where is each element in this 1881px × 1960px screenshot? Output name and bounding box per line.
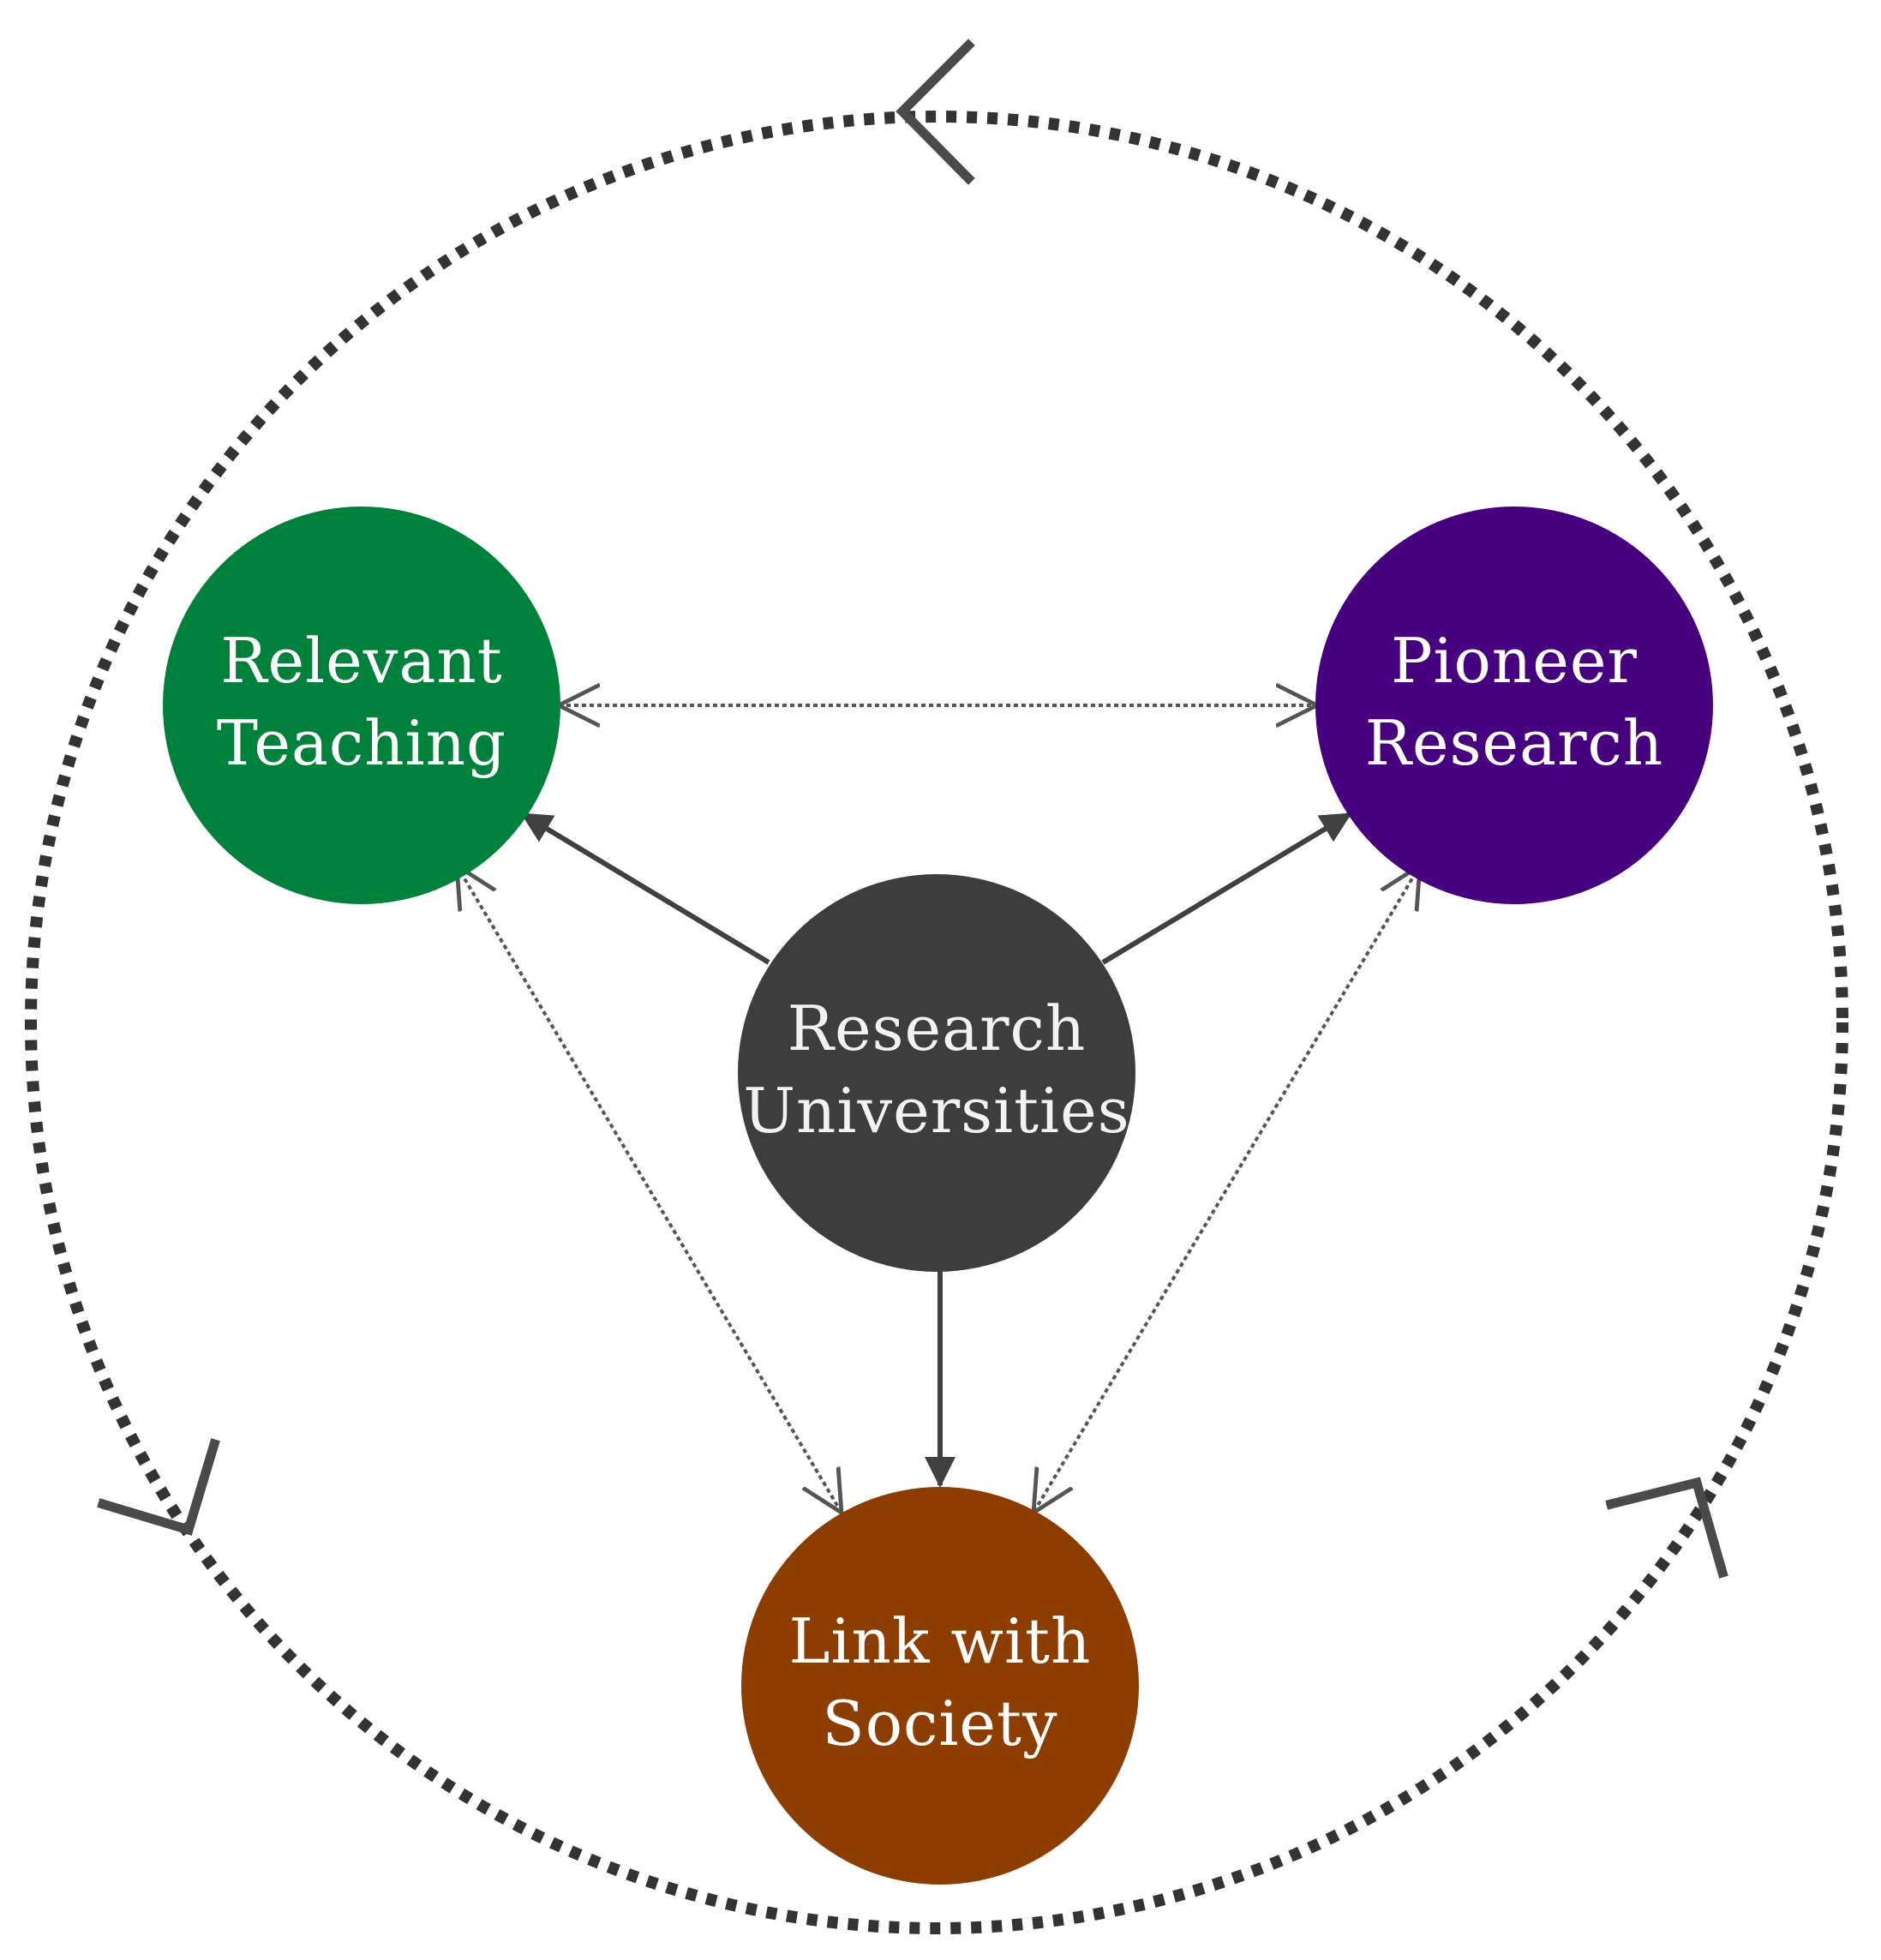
arrow-center-to-teaching xyxy=(520,812,770,965)
node-pioneer-research-circle xyxy=(1315,506,1713,904)
node-relevant-teaching-label-line2: Teaching xyxy=(217,707,506,779)
node-research-universities-label-line2: Universities xyxy=(743,1075,1129,1147)
node-relevant-teaching-label-line1: Relevant xyxy=(220,625,502,697)
node-research-universities: Research Universities xyxy=(738,874,1135,1272)
node-link-with-society-circle xyxy=(741,1487,1139,1885)
node-link-with-society-label-line1: Link with xyxy=(789,1605,1092,1677)
cycle-chevron-top-icon xyxy=(896,39,975,185)
node-pioneer-research: Pioneer Research xyxy=(1315,506,1713,904)
dotted-link-teaching-society xyxy=(457,866,842,1513)
cycle-chevron-lower-right-icon xyxy=(1605,1477,1728,1579)
node-pioneer-research-label-line2: Research xyxy=(1365,707,1663,779)
node-pioneer-research-label-line1: Pioneer xyxy=(1391,625,1638,697)
arrow-center-to-research xyxy=(1101,812,1352,965)
node-research-universities-circle xyxy=(738,874,1135,1272)
node-research-universities-label-line1: Research xyxy=(788,992,1086,1064)
outer-cycle-ring xyxy=(25,111,1848,1934)
node-relevant-teaching-circle xyxy=(163,506,560,904)
node-link-with-society-label-line2: Society xyxy=(822,1687,1057,1759)
node-link-with-society: Link with Society xyxy=(741,1487,1139,1885)
dotted-link-research-society xyxy=(1033,866,1420,1513)
node-relevant-teaching: Relevant Teaching xyxy=(163,506,560,904)
cycle-chevron-lower-left-icon xyxy=(97,1438,220,1536)
